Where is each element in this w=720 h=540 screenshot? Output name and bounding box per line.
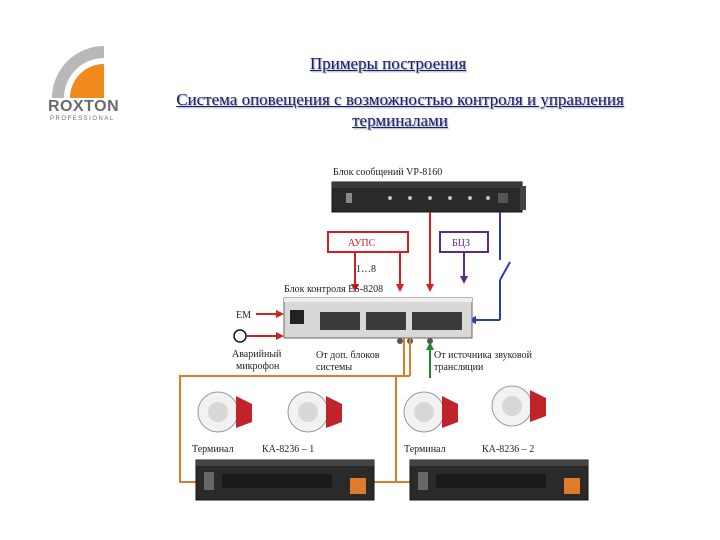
terminal-2-device [409,459,589,501]
em-label: EM [236,310,251,321]
emergency-mic-label-2: микрофон [236,361,280,372]
speaker-icon [287,391,342,433]
control-block-label: Блок контроля ES-8208 [284,284,383,295]
from-control-label-2: системы [316,362,352,373]
speaker-icon [491,385,546,427]
from-source-label-1: От источника звуковой [434,350,533,361]
terminal-2-label: Терминал [404,444,446,455]
terminal-1-device [195,459,375,501]
page-title: Примеры построения [309,54,467,73]
range-label: 1…8 [356,264,376,275]
roxton-logo-icon [52,46,104,98]
logo-sub: PROFESSIONAL [50,116,115,122]
aups-label: АУПС [348,238,376,249]
from-source-label-2: трансляции [434,362,484,373]
control-block-device [283,297,473,344]
speaker-icon [197,391,252,433]
logo-brand: ROXTON [48,98,120,115]
aups-box [327,231,409,253]
page-subtitle: Система оповещения с возможностью контро… [176,90,624,130]
terminal-2-model: КА-8236 – 2 [482,444,534,455]
message-block-label: Блок сообщений VP-8160 [333,167,442,178]
bcz-label: БЦЗ [452,238,470,249]
speaker-icon [403,391,458,433]
terminal-1-label: Терминал [192,444,234,455]
terminal-1-model: КА-8236 – 1 [262,444,314,455]
emergency-mic-label-1: Аварийный [232,349,282,360]
message-block-device [331,181,526,213]
from-control-label-1: От доп. блоков [316,350,380,361]
microphone-icon [233,329,247,343]
